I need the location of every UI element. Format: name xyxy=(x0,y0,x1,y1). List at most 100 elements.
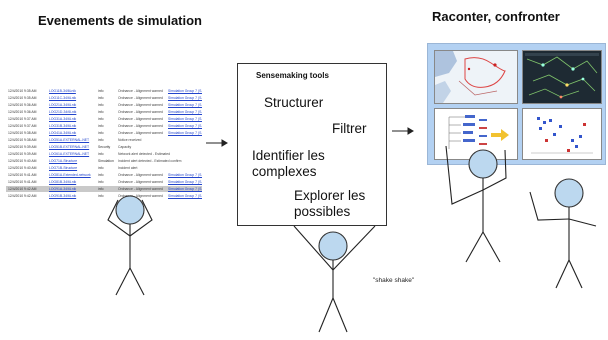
log-row: 12/4/2010 9:35 AM LOG11B-34/6Lnik info Ordn… xyxy=(6,88,202,94)
log-id-link: LOG21A-34/6Lnik xyxy=(49,103,77,107)
log-date: 12/4/2010 9:35 AM xyxy=(8,89,37,93)
log-id-link: LOG71B-Structure xyxy=(49,166,78,170)
sensemaking-tools-title: Sensemaking tools xyxy=(256,71,329,80)
heading-tell-confront: Raconter, confronter xyxy=(432,9,560,24)
tool-identifier-line1: Identifier les xyxy=(252,148,325,163)
screenshot-scatter-groups xyxy=(522,108,602,160)
log-row: 12/4/2010 9:39 AM LOG51B-EXTERNAL-NET Secu… xyxy=(6,144,202,150)
log-type: info xyxy=(98,166,104,170)
log-description: Ordnance - Alignment warned xyxy=(118,173,163,177)
log-date: 12/4/2010 9:35 AM xyxy=(8,96,37,100)
log-row: 12/4/2010 9:38 AM LOG41A-34/6Lnik info Ordn… xyxy=(6,130,202,136)
log-row: 12/4/2010 9:38 AM LOG51A-EXTERNAL-NET info… xyxy=(6,137,202,143)
log-external-link: Simulation Group 7 (S...) xyxy=(168,124,202,128)
log-description: Ordnance - Alignment warned xyxy=(118,117,163,121)
log-date: 12/4/2010 9:38 AM xyxy=(8,131,37,135)
log-external-link: Simulation Group 7 (S...) xyxy=(168,89,202,93)
log-date: 12/4/2010 9:37 AM xyxy=(8,124,37,128)
log-description: Ordnance - Alignment warned xyxy=(118,180,163,184)
log-external-link: Simulation Group 7 (S...) xyxy=(168,194,202,198)
log-id-link: LOG41A-34/6Lnik xyxy=(49,131,77,135)
log-type: info xyxy=(98,103,104,107)
log-description: Network alert detected - Estimated xyxy=(118,152,171,156)
tool-identifier-line2: complexes xyxy=(252,164,317,179)
log-type: Security xyxy=(98,145,111,149)
log-date: 12/4/2010 9:41 AM xyxy=(8,173,37,177)
shared-display-screen xyxy=(427,43,606,165)
log-date: 12/4/2010 9:40 AM xyxy=(8,159,37,163)
log-date: 12/4/2010 9:42 AM xyxy=(8,194,37,198)
log-external-link: Simulation Group 7 (S...) xyxy=(168,131,202,135)
stick-figure-shaking xyxy=(293,225,376,333)
log-row: 12/4/2010 9:42 AM LOG91A-34/6Lnik info Ordn… xyxy=(6,186,202,192)
log-type: info xyxy=(98,89,104,93)
log-id-link: LOG81B-34/6Lnik xyxy=(49,180,77,184)
tool-explorer-line1: Explorer les xyxy=(294,188,366,203)
log-row: 12/4/2010 9:35 AM LOG11C-34/6Lnik info Ordn… xyxy=(6,95,202,101)
arrow-log-to-tools xyxy=(206,139,228,147)
log-date: 12/4/2010 9:39 AM xyxy=(8,145,37,149)
screenshot-map-route xyxy=(434,50,518,104)
log-row: 12/4/2010 9:37 AM LOG31A-34/6Lnik info Ordn… xyxy=(6,116,202,122)
log-id-link: LOG11C-34/6Lnik xyxy=(49,96,77,100)
log-id-link: LOG11B-34/6Lnik xyxy=(49,89,76,93)
log-type: Simulation xyxy=(98,159,114,163)
log-type: info xyxy=(98,194,104,198)
log-external-link: Simulation Group 7 (S...) xyxy=(168,173,202,177)
log-description: Incident alert detected - Estimated conf… xyxy=(118,159,182,163)
heading-simulation-events: Evenements de simulation xyxy=(38,13,202,28)
log-type: info xyxy=(98,110,104,114)
stick-figure-discussing xyxy=(529,178,597,289)
log-date: 12/4/2010 9:36 AM xyxy=(8,103,37,107)
log-row: 12/4/2010 9:39 AM LOG61A-EXTERNAL-NET info… xyxy=(6,151,202,157)
log-id-link: LOG31A-34/6Lnik xyxy=(49,117,77,121)
log-description: Ordnance - Alignment warned xyxy=(118,187,163,191)
log-row: 12/4/2010 9:41 AM LOG81B-34/6Lnik info Ordn… xyxy=(6,179,202,185)
log-type: info xyxy=(98,173,104,177)
log-row: 12/4/2010 9:37 AM LOG31B-34/6Lnik info Ordn… xyxy=(6,123,202,129)
log-date: 12/4/2010 9:36 AM xyxy=(8,110,37,114)
log-description: Capacity xyxy=(118,145,132,149)
log-type: info xyxy=(98,117,104,121)
log-external-link: Simulation Group 7 (S...) xyxy=(168,180,202,184)
log-type: info xyxy=(98,131,104,135)
log-description: Notice received xyxy=(118,138,142,142)
log-date: 12/4/2010 9:42 AM xyxy=(8,187,37,191)
log-description: Incident alert xyxy=(118,166,138,170)
log-description: Ordnance - Alignment warned xyxy=(118,131,163,135)
arrow-tools-to-screen xyxy=(392,127,414,135)
log-id-link: LOG31B-34/6Lnik xyxy=(49,124,77,128)
log-date: 12/4/2010 9:37 AM xyxy=(8,117,37,121)
log-id-link: LOG51A-EXTERNAL-NET xyxy=(49,138,90,142)
log-external-link: Simulation Group 7 (S...) xyxy=(168,103,202,107)
log-id-link: LOG91A-34/6Lnik xyxy=(49,187,77,191)
log-description: Ordnance - Alignment warned xyxy=(118,96,163,100)
log-type: info xyxy=(98,138,104,142)
log-external-link: Simulation Group 7 (S...) xyxy=(168,117,202,121)
log-type: info xyxy=(98,124,104,128)
log-id-link: LOG51B-EXTERNAL-NET xyxy=(49,145,90,149)
log-description: Ordnance - Alignment warned xyxy=(118,89,163,93)
tool-structurer: Structurer xyxy=(264,95,324,110)
log-description: Ordnance - Alignment warned xyxy=(118,124,163,128)
sensemaking-tools-box: Sensemaking tools Structurer Filtrer Ide… xyxy=(237,63,387,226)
log-date: 12/4/2010 9:39 AM xyxy=(8,152,37,156)
log-type: info xyxy=(98,152,104,156)
log-id-link: LOG61A-EXTERNAL-NET xyxy=(49,152,90,156)
log-date: 12/4/2010 9:41 AM xyxy=(8,180,37,184)
log-type: info xyxy=(98,96,104,100)
log-id-link: LOG91B-34/6Lnik xyxy=(49,194,77,198)
log-date: 12/4/2010 9:38 AM xyxy=(8,138,37,142)
tool-explorer-line2: possibles xyxy=(294,204,351,219)
log-external-link: Simulation Group 7 (S...) xyxy=(168,187,202,191)
log-type: info xyxy=(98,180,104,184)
screenshot-dark-network xyxy=(522,50,602,104)
log-type: info xyxy=(98,187,104,191)
tool-filtrer: Filtrer xyxy=(332,121,367,136)
